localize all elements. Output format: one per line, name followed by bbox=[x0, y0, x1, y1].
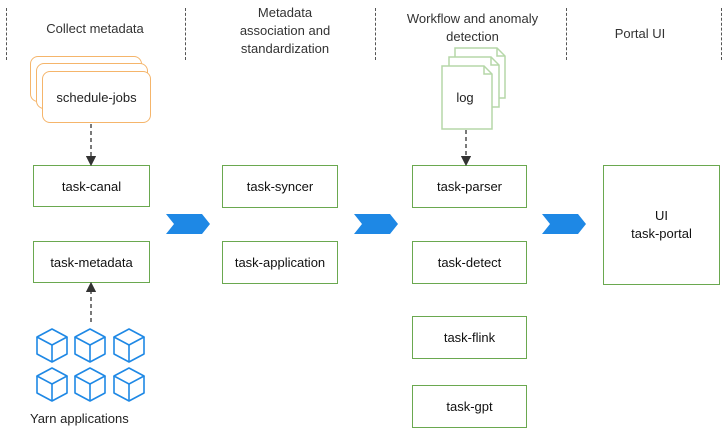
task-detect-box: task-detect bbox=[412, 241, 527, 284]
yarn-applications-label: Yarn applications bbox=[30, 411, 129, 426]
task-canal-box: task-canal bbox=[33, 165, 150, 207]
task-application-box: task-application bbox=[222, 241, 338, 284]
chevron-arrow-icon bbox=[166, 214, 210, 234]
schedule-jobs-label: schedule-jobs bbox=[56, 89, 137, 105]
task-syncer-label: task-syncer bbox=[246, 179, 314, 194]
cube-icon bbox=[113, 367, 145, 402]
task-metadata-label: task-metadata bbox=[50, 254, 133, 270]
yarn-applications-cubes bbox=[36, 328, 145, 402]
column-divider bbox=[721, 8, 722, 60]
task-gpt-box: task-gpt bbox=[412, 385, 527, 428]
chevron-arrow-icon bbox=[542, 214, 586, 234]
column-divider bbox=[185, 8, 186, 60]
cube-icon bbox=[74, 328, 106, 363]
task-portal-box: UI task-portal bbox=[603, 165, 720, 285]
cube-icon bbox=[36, 328, 68, 363]
header-collect-metadata: Collect metadata bbox=[46, 21, 144, 36]
cube-icon bbox=[113, 328, 145, 363]
cube-icon bbox=[74, 367, 106, 402]
task-gpt-label: task-gpt bbox=[446, 399, 493, 414]
column-divider bbox=[375, 8, 376, 60]
document-stack-icon bbox=[441, 47, 506, 130]
task-flink-box: task-flink bbox=[412, 316, 527, 359]
cube-icon bbox=[36, 367, 68, 402]
portal-ui-label: UI bbox=[655, 208, 668, 223]
task-syncer-box: task-syncer bbox=[222, 165, 338, 208]
task-application-label: task-application bbox=[234, 255, 326, 270]
header-metadata-association: Metadata association and standardization bbox=[239, 5, 331, 56]
task-canal-label: task-canal bbox=[61, 178, 122, 194]
header-workflow-anomaly: Workflow and anomaly detection bbox=[406, 11, 539, 44]
task-parser-label: task-parser bbox=[436, 179, 503, 194]
chevron-arrow-icon bbox=[354, 214, 398, 234]
task-parser-box: task-parser bbox=[412, 165, 527, 208]
schedule-jobs-card: schedule-jobs bbox=[42, 71, 151, 123]
header-portal-ui: Portal UI bbox=[614, 26, 666, 41]
task-detect-label: task-detect bbox=[437, 255, 502, 270]
column-divider bbox=[566, 8, 567, 60]
task-portal-label: task-portal bbox=[631, 226, 692, 241]
log-label: log bbox=[456, 90, 473, 105]
task-flink-label: task-flink bbox=[443, 330, 496, 345]
column-divider bbox=[6, 8, 7, 60]
